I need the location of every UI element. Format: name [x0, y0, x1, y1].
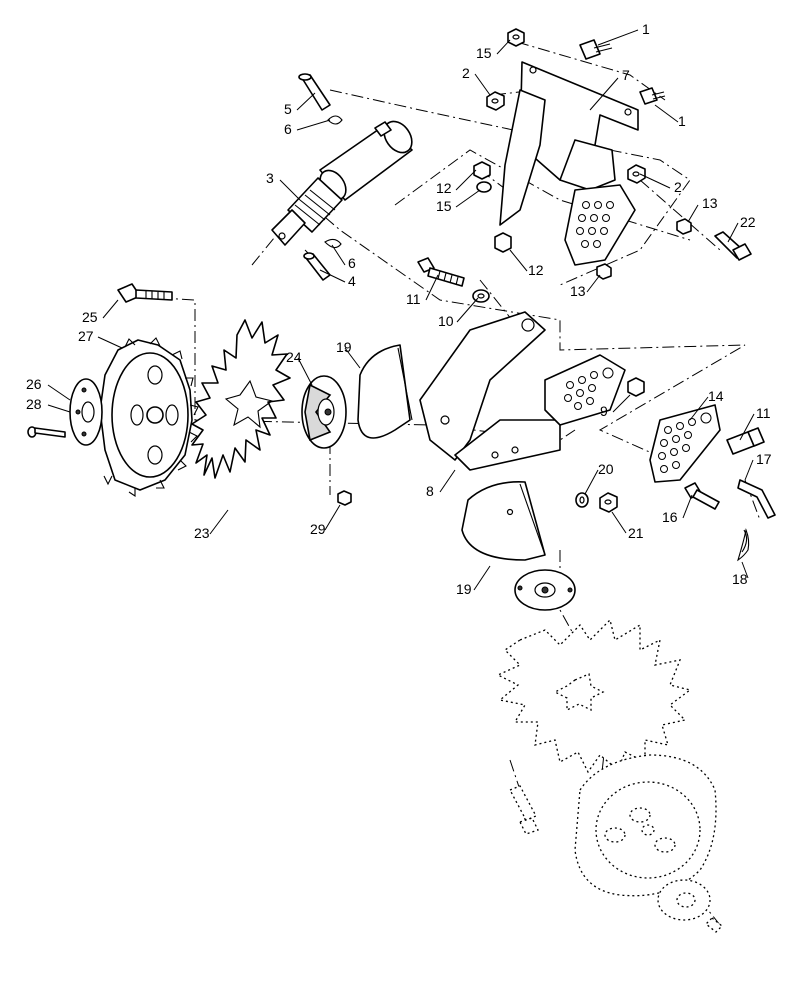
actuator-cylinder-part-3 — [271, 120, 413, 246]
callout-2-right: 2 — [674, 179, 682, 195]
leader-lines — [47, 29, 755, 591]
callout-6-upper: 6 — [284, 121, 292, 137]
scraper-part-19-lower — [461, 481, 546, 561]
callout-12-lower: 12 — [528, 262, 544, 278]
callout-11-upper: 11 — [406, 291, 421, 307]
callout-18: 18 — [732, 571, 748, 587]
callout-10: 10 — [438, 313, 454, 329]
washer-part-20 — [575, 492, 589, 508]
callout-29: 29 — [310, 521, 326, 537]
callout-12-upper: 12 — [436, 180, 452, 196]
closing-wheel-part-23 — [191, 319, 291, 479]
callout-3: 3 — [266, 170, 274, 186]
callout-16: 16 — [662, 509, 678, 525]
callout-1-top: 1 — [642, 21, 650, 37]
hub-part-24 — [301, 375, 347, 449]
callout-6-lower: 6 — [348, 255, 356, 271]
bolt-part-1-top — [579, 39, 613, 60]
ghost-hub-flange — [514, 569, 576, 611]
callout-24: 24 — [286, 349, 302, 365]
callout-7: 7 — [622, 67, 630, 83]
hair-pin-part-18 — [737, 528, 750, 562]
bracket-plate-part-7 — [499, 61, 639, 226]
callout-2-left: 2 — [462, 65, 470, 81]
ghost-hub-cap — [657, 879, 711, 921]
arm-part-8 — [419, 311, 561, 471]
scraper-part-19-upper — [357, 344, 413, 439]
depth-plate-part-14 — [649, 404, 721, 483]
pin-part-5 — [298, 73, 331, 111]
callout-11-lower: 11 — [756, 405, 771, 421]
callout-13-upper: 13 — [702, 195, 718, 211]
nut-part-2-left — [486, 91, 505, 111]
bolt-part-1-right — [639, 87, 666, 105]
callout-21: 21 — [628, 525, 644, 541]
callout-4: 4 — [348, 273, 356, 289]
bolt-part-11-lower — [726, 427, 765, 455]
nut-part-21 — [599, 492, 618, 513]
callout-22: 22 — [740, 214, 756, 230]
bolt-part-11-upper — [417, 257, 465, 287]
bushing-part-9 — [627, 377, 645, 397]
clip-part-6-lower — [324, 238, 342, 249]
callout-1-right: 1 — [678, 113, 686, 129]
nut-part-12-lower — [494, 232, 512, 253]
nut-part-12-upper — [473, 161, 491, 180]
gauge-wheel-part-27 — [99, 337, 199, 498]
callout-14: 14 — [708, 388, 724, 404]
callout-5: 5 — [284, 101, 292, 117]
pin-part-4 — [303, 252, 331, 281]
ghost-closing-wheel — [496, 618, 692, 774]
callout-20: 20 — [598, 461, 614, 477]
nut-part-29 — [337, 490, 352, 506]
callout-8: 8 — [426, 483, 434, 499]
nut-part-15-top — [507, 28, 525, 47]
callout-27: 27 — [78, 328, 94, 344]
screw-part-28 — [27, 426, 66, 438]
bushing-part-13-upper — [676, 218, 692, 235]
callout-28: 28 — [26, 396, 42, 412]
ghost-bolt — [509, 785, 539, 835]
bolt-part-25 — [117, 283, 173, 303]
l-pin-part-17 — [737, 479, 776, 519]
arm-plate-right — [544, 354, 626, 426]
bolt-part-22 — [714, 231, 752, 261]
callout-17: 17 — [756, 451, 772, 467]
callout-15-mid: 15 — [436, 198, 452, 214]
callout-19-lower: 19 — [456, 581, 472, 597]
callout-23: 23 — [194, 525, 210, 541]
adjuster-plate-upper — [564, 184, 636, 266]
callout-13-lower: 13 — [570, 283, 586, 299]
callout-26: 26 — [26, 376, 42, 392]
callout-25: 25 — [82, 309, 98, 325]
callout-9: 9 — [600, 403, 608, 419]
bolt-part-16 — [684, 482, 720, 510]
ghost-screw — [705, 917, 723, 933]
callout-15-top: 15 — [476, 45, 492, 61]
clip-part-6-upper — [327, 115, 343, 125]
bushing-part-13-lower — [596, 263, 612, 280]
hub-cap-part-26 — [69, 378, 103, 446]
nut-part-2-right — [627, 164, 646, 184]
washer-part-15-mid — [476, 181, 492, 193]
ghost-gauge-wheel — [574, 754, 717, 897]
callout-labels: 1 15 7 2 1 5 6 3 12 15 2 13 22 6 4 12 13… — [26, 21, 772, 597]
washer-part-10 — [472, 289, 490, 303]
callout-19-upper: 19 — [336, 339, 352, 355]
